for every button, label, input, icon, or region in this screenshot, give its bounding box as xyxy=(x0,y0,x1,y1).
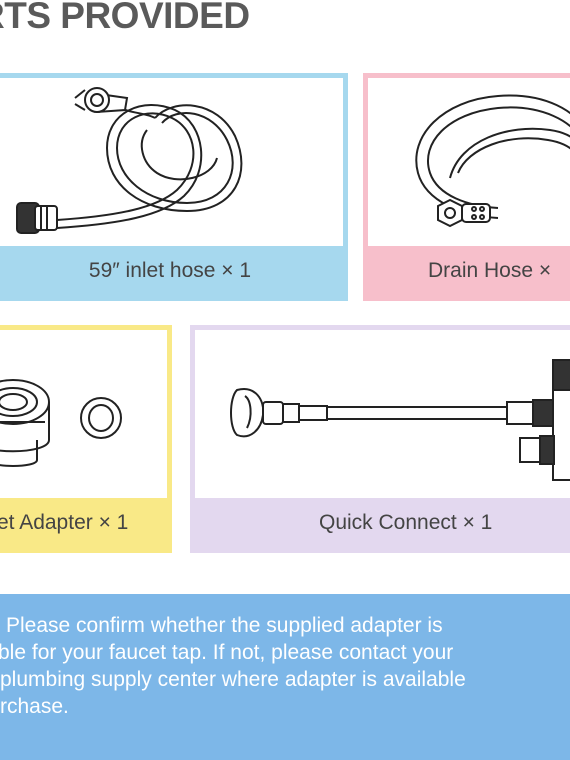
inlet-hose-label: 59″ inlet hose × 1 xyxy=(88,259,252,282)
faucet-adapter-icon xyxy=(0,379,122,467)
drain-hose-illustration xyxy=(368,78,570,246)
notice-line-1: Please confirm whether the supplied adap… xyxy=(6,614,443,637)
quick-connect-label: Quick Connect × 1 xyxy=(319,511,493,534)
quick-connect-illustration xyxy=(195,330,570,498)
part-card-inlet-hose: 59″ inlet hose × 1 xyxy=(0,73,348,301)
drain-hose-label: Drain Hose × xyxy=(428,259,552,282)
part-card-quick-connect: Quick Connect × 1 xyxy=(190,325,570,553)
drain-hose-icon xyxy=(415,94,570,228)
notice-line-3: plumbing supply center where adapter is … xyxy=(0,668,466,691)
part-card-drain-hose: Drain Hose × xyxy=(363,73,570,301)
quick-connect-icon xyxy=(230,359,570,481)
faucet-adapter-label: et Adapter × 1 xyxy=(0,511,129,534)
inlet-hose-icon xyxy=(16,87,243,234)
notice-line-2: ble for your faucet tap. If not, please … xyxy=(0,641,454,664)
notice-line-4: rchase. xyxy=(0,695,69,718)
part-card-faucet-adapter: et Adapter × 1 xyxy=(0,325,172,553)
adapter-notice: Please confirm whether the supplied adap… xyxy=(0,594,570,760)
inlet-hose-illustration xyxy=(0,78,343,246)
faucet-adapter-illustration xyxy=(0,330,167,498)
section-heading: RTS PROVIDED xyxy=(0,0,250,36)
